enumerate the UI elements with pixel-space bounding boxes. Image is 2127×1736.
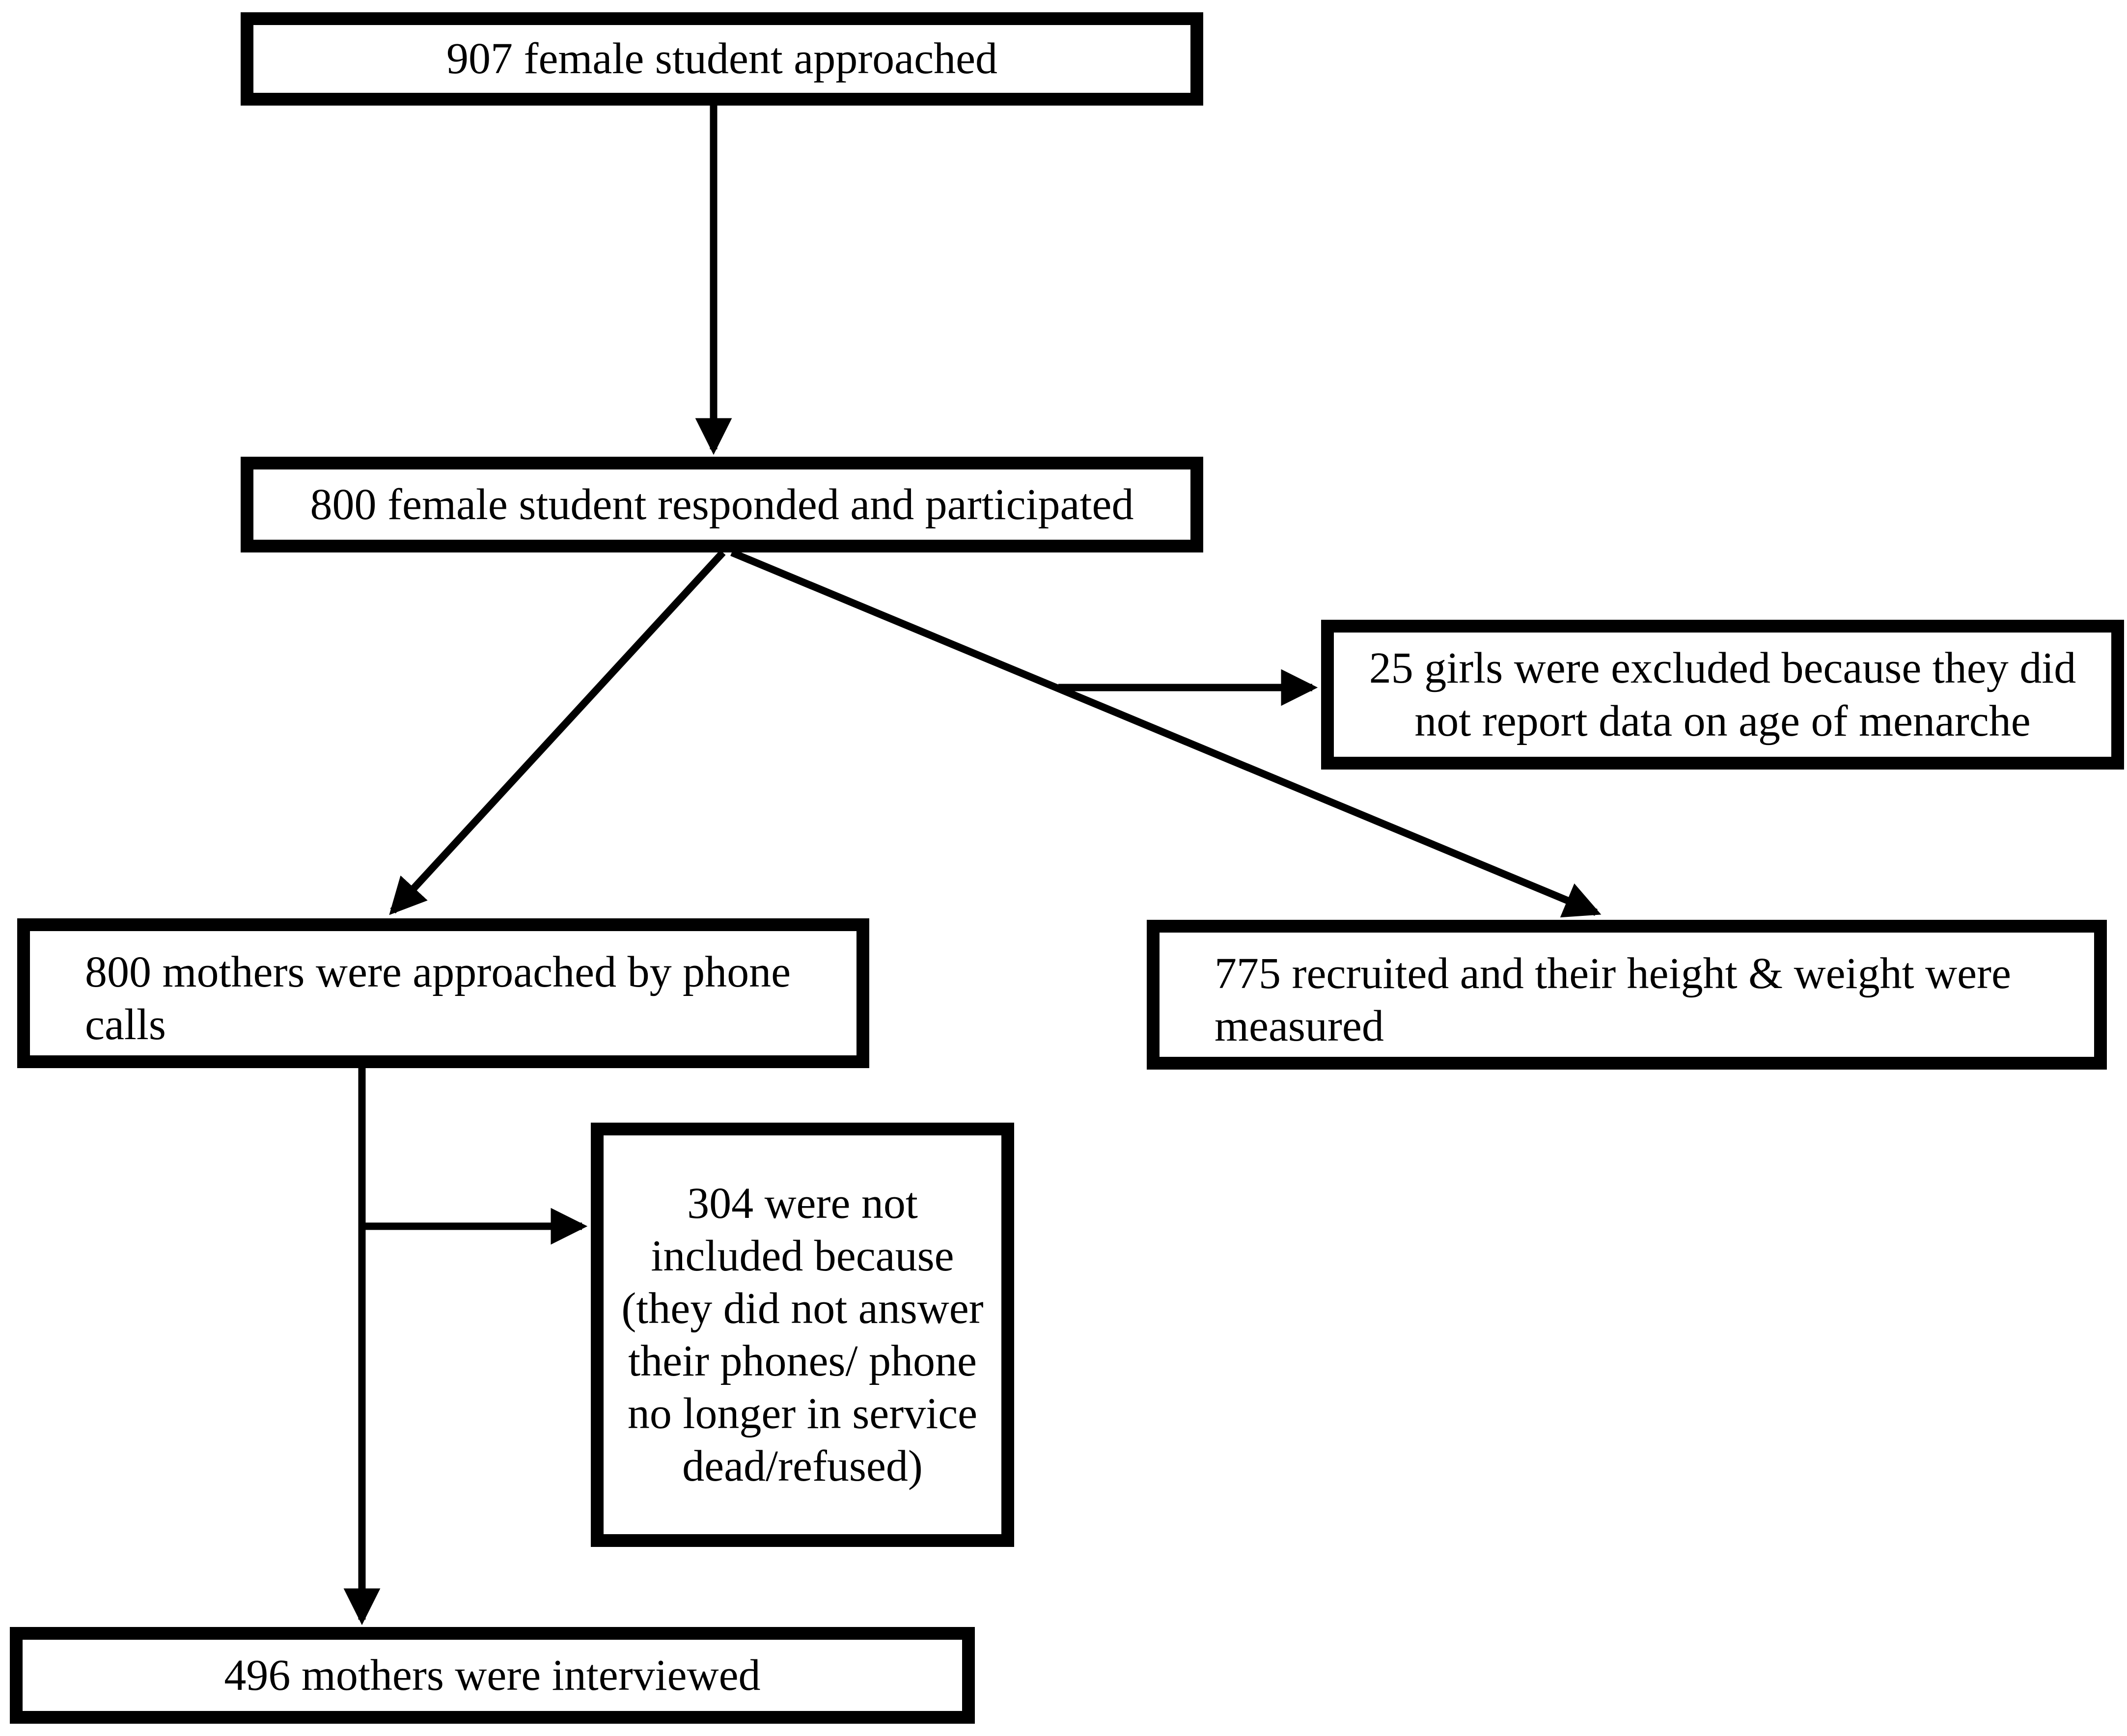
node-girls-recruited-label: 775 recruited and their height & weight … [1215,949,2011,1051]
node-girls-excluded-label: 25 girls were excluded because they did … [1369,644,2076,745]
arrow-responded-to-mothers-approached [389,550,726,915]
node-mothers-interviewed-label: 496 mothers were interviewed [224,1651,761,1700]
node-mothers-not-included: 304 were not included because (they did … [591,1123,1014,1547]
node-mothers-not-included-label: 304 were not included because (they did … [621,1179,984,1491]
node-girls-excluded: 25 girls were excluded because they did … [1321,620,2124,770]
node-students-responded-label: 800 female student responded and partici… [310,480,1134,529]
node-girls-recruited: 775 recruited and their height & weight … [1147,920,2107,1070]
node-students-approached-label: 907 female student approached [446,34,998,83]
node-students-approached: 907 female student approached [241,12,1203,106]
arrow-responded-to-recruited [730,549,1602,918]
node-mothers-approached-label: 800 mothers were approached by phone cal… [85,948,791,1049]
node-students-responded: 800 female student responded and partici… [241,457,1203,552]
node-mothers-approached: 800 mothers were approached by phone cal… [17,918,869,1068]
node-mothers-interviewed: 496 mothers were interviewed [10,1627,975,1724]
